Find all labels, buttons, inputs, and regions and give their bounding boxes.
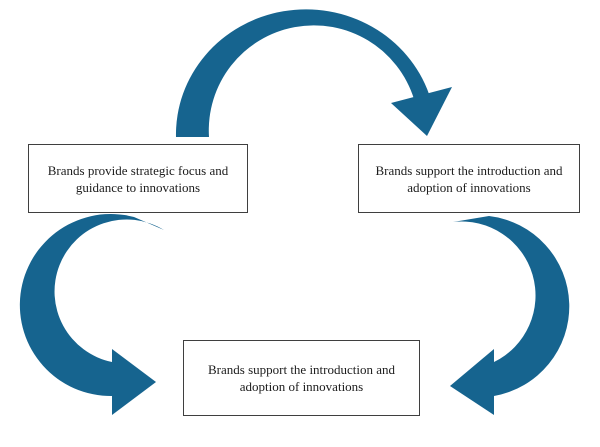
top-curved-arrow-icon	[175, 9, 452, 138]
right-curved-arrow-icon	[450, 216, 570, 415]
left-curved-arrow-icon	[19, 214, 164, 415]
box-introduction-adoption-bottom-label: Brands support the introduction and adop…	[207, 362, 396, 394]
box-strategic-focus: Brands provide strategic focus and guida…	[28, 144, 248, 213]
box-strategic-focus-label: Brands provide strategic focus and guida…	[47, 162, 229, 195]
right-curved-arrow-head	[450, 349, 494, 415]
right-curved-arrow-band	[453, 216, 570, 396]
left-curved-arrow-band	[19, 214, 164, 397]
box-introduction-adoption-bottom: Brands support the introduction and adop…	[183, 340, 420, 416]
left-curved-arrow-head	[112, 349, 156, 415]
top-curved-arrow-band	[175, 9, 429, 138]
box-introduction-adoption-right-label: Brands support the introduction and adop…	[375, 162, 563, 195]
box-introduction-adoption-right: Brands support the introduction and adop…	[358, 144, 580, 213]
top-curved-arrow-head	[391, 87, 452, 136]
